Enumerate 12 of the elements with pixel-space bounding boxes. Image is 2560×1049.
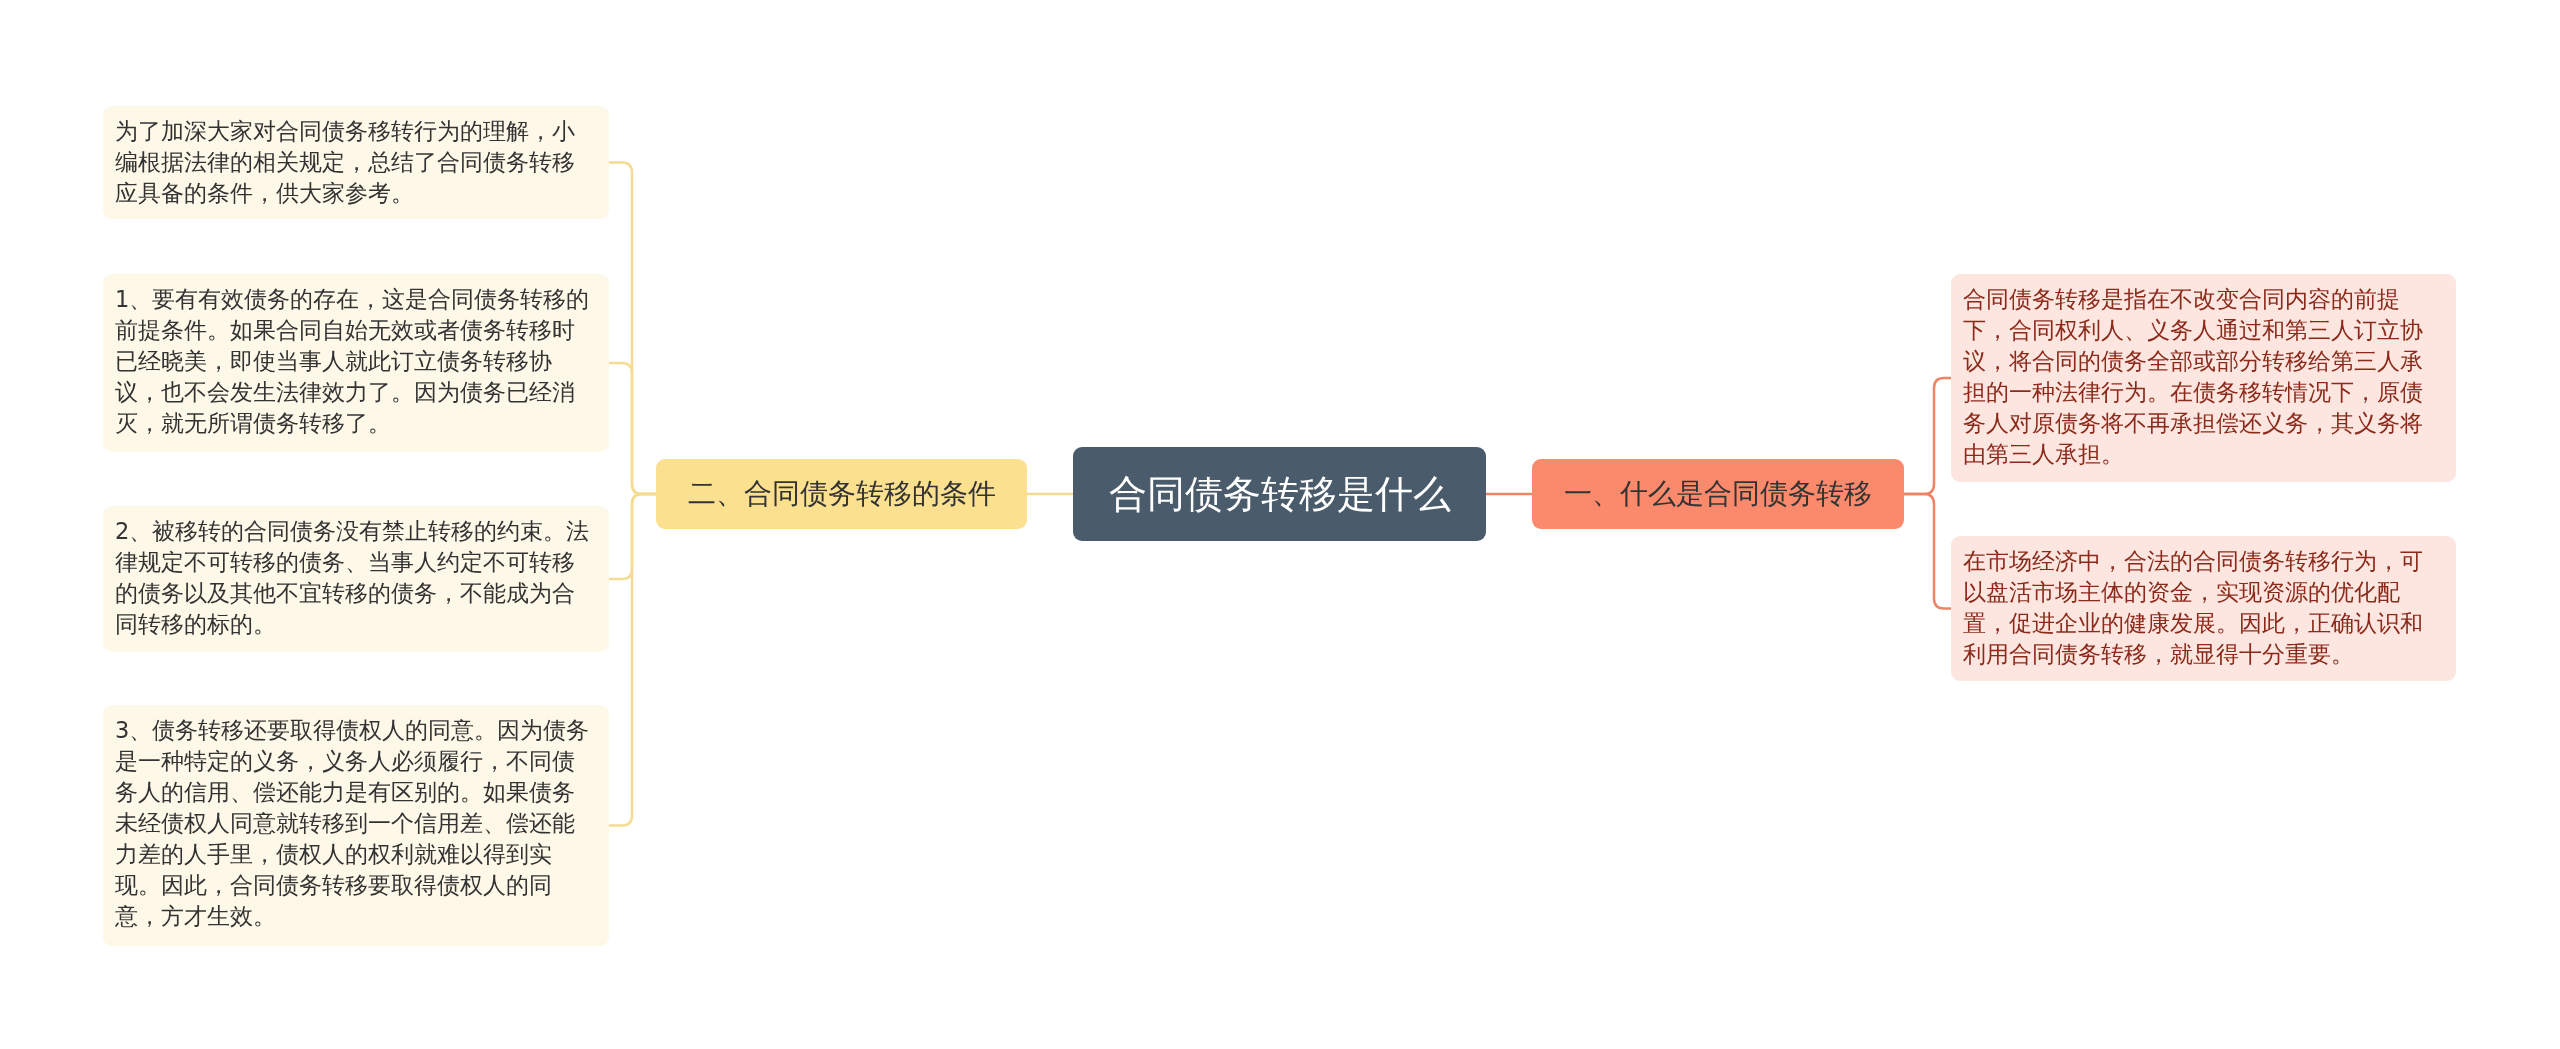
topic-box: 一、什么是合同债务转移 [1532, 459, 1904, 529]
central-topic-box: 合同债务转移是什么 [1073, 447, 1486, 541]
note-box: 在市场经济中，合法的合同债务转移行为，可以盘活市场主体的资金，实现资源的优化配置，促进企业的健康发展。因此，正确认识和利用合同债务转移，就显得十分重要。 [1951, 536, 2456, 681]
connector-line [609, 492, 656, 827]
connector-line [1027, 492, 1073, 496]
note-box: 1、要有有效债务的存在，这是合同债务转移的前提条件。如果合同自始无效或者债务转移时已经晓美，即使当事人就此订立债务转移协议，也不会发生法律效力了。因为债务已经消灭，就无所谓债务转移了。 [103, 274, 609, 452]
topic-box: 二、合同债务转移的条件 [656, 459, 1027, 529]
note-box: 合同债务转移是指在不改变合同内容的前提下，合同权利人、义务人通过和第三人订立协议，将合同的债务全部或部分转移给第三人承担的一种法律行为。在债务移转情况下，原债务人对原债务将不再承担偿还义务，其义务将由第三人承担。 [1951, 274, 2456, 482]
connector-line [1486, 492, 1532, 496]
note-box: 3、债务转移还要取得债权人的同意。因为债务是一种特定的义务，义务人必须履行，不同债务人的信用、偿还能力是有区别的。如果债务未经债权人同意就转移到一个信用差、偿还能力差的人手里，债权人的权利就难以得到实现。因此，合同债务转移要取得债权人的同意，方才生效。 [103, 705, 609, 946]
note-box: 为了加深大家对合同债务移转行为的理解，小编根据法律的相关规定，总结了合同债务转移应具备的条件，供大家参考。 [103, 106, 609, 219]
note-box: 2、被移转的合同债务没有禁止转移的约束。法律规定不可转移的债务、当事人约定不可转移的债务以及其他不宜转移的债务，不能成为合同转移的标的。 [103, 506, 609, 652]
